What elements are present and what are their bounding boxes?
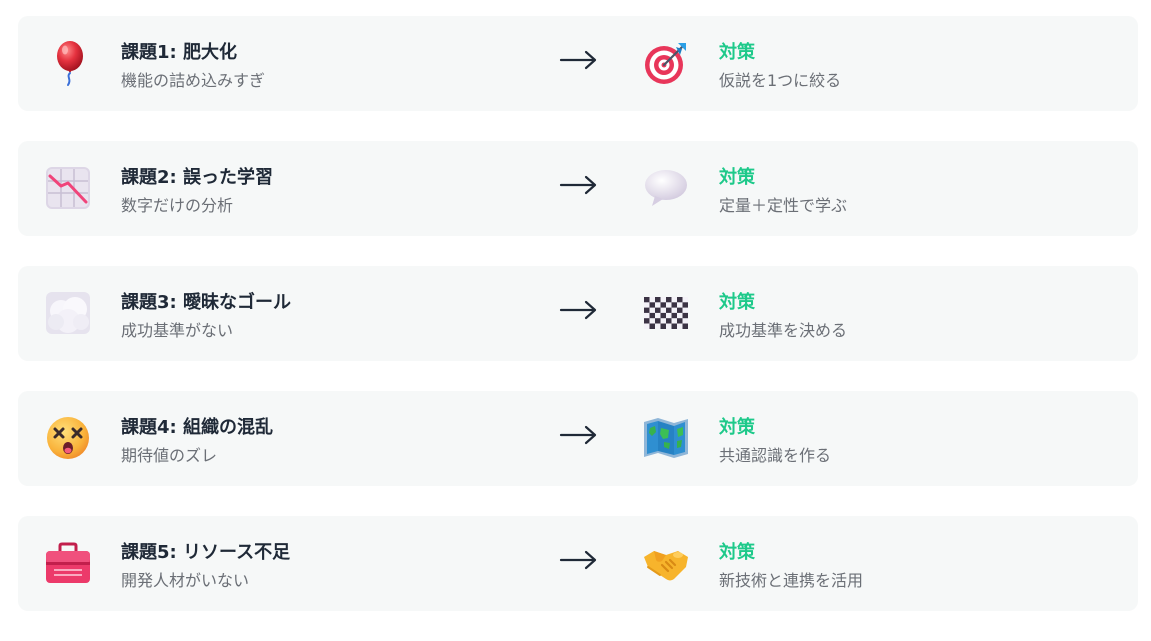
balloon-icon [44,39,92,87]
handshake-icon [642,539,690,587]
right-arrow-icon [559,424,599,446]
problem-description: 開発人材がいない [121,571,250,590]
solution-description: 仮説を1つに絞る [719,71,842,90]
fog-cloud-icon [44,289,92,337]
solution-title: 対策 [719,292,755,313]
problem-title: 課題2: 誤った学習 [121,167,273,188]
solution-title: 対策 [719,167,755,188]
solution-title: 対策 [719,417,755,438]
problem-solution-card-5: 課題5: リソース不足 開発人材がいない 対策 新技術と連携を活用 [18,516,1138,611]
solution-description: 成功基準を決める [719,321,848,340]
speech-bubble-icon [642,164,690,212]
problem-title: 課題3: 曖昧なゴール [121,292,291,313]
toolbox-icon [44,539,92,587]
solution-description: 新技術と連携を活用 [719,571,864,590]
chart-decreasing-icon [44,164,92,212]
problem-solution-card-1: 課題1: 肥大化 機能の詰め込みすぎ 対策 仮説を1つに絞る [18,16,1138,111]
problem-description: 機能の詰め込みすぎ [121,71,266,90]
dizzy-face-icon [44,414,92,462]
checkered-flag-icon [642,289,690,337]
world-map-icon [642,414,690,462]
problem-solution-card-3: 課題3: 曖昧なゴール 成功基準がない 対策 成功基準を決める [18,266,1138,361]
problem-solution-list: 課題1: 肥大化 機能の詰め込みすぎ 対策 仮説を1つに絞る [18,16,1138,641]
right-arrow-icon [559,549,599,571]
right-arrow-icon [559,299,599,321]
problem-title: 課題1: 肥大化 [121,42,237,63]
problem-solution-card-4: 課題4: 組織の混乱 期待値のズレ 対策 共通認識を作る [18,391,1138,486]
solution-title: 対策 [719,42,755,63]
problem-title: 課題4: 組織の混乱 [121,417,273,438]
target-dart-icon [642,39,690,87]
problem-solution-card-2: 課題2: 誤った学習 数字だけの分析 対策 定量＋定性で学ぶ [18,141,1138,236]
solution-description: 定量＋定性で学ぶ [719,196,848,215]
solution-title: 対策 [719,542,755,563]
right-arrow-icon [559,49,599,71]
problem-description: 期待値のズレ [121,446,218,465]
problem-title: 課題5: リソース不足 [121,542,291,563]
solution-description: 共通認識を作る [719,446,832,465]
right-arrow-icon [559,174,599,196]
problem-description: 数字だけの分析 [121,196,234,215]
problem-description: 成功基準がない [121,321,234,340]
